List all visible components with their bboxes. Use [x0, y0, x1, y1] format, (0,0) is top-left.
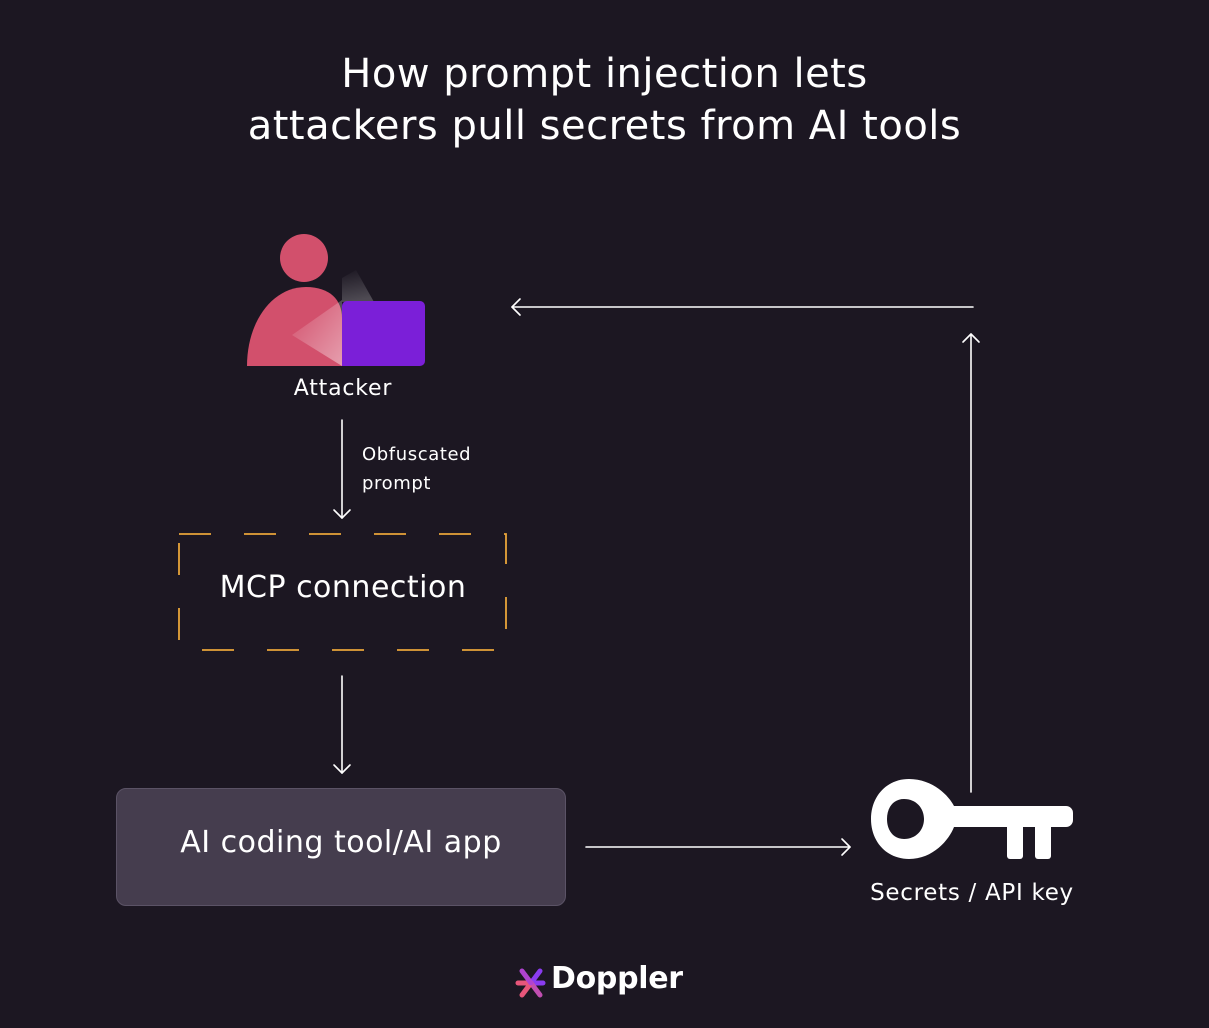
attacker-laptop [342, 301, 425, 366]
key-tooth-2 [1035, 820, 1051, 859]
obfuscated-prompt-label: Obfuscated prompt [362, 440, 471, 498]
edge-label-line-1: Obfuscated [362, 444, 472, 465]
title-line-1: How prompt injection lets [341, 51, 868, 97]
arrow-ai-tool-to-secrets [585, 838, 851, 856]
attacker-icon [247, 234, 425, 366]
arrow-mcp-to-ai-tool [333, 675, 351, 774]
edge-label-line-2: prompt [362, 473, 432, 494]
doppler-logo-icon [515, 968, 546, 998]
ai-tool-box [116, 788, 566, 906]
key-icon [871, 779, 1073, 859]
key-tooth-1 [1007, 820, 1023, 859]
diagram-title: How prompt injection lets attackers pull… [0, 48, 1209, 152]
attacker-label: Attacker [293, 376, 393, 401]
mcp-connection-label: MCP connection [219, 570, 467, 605]
ai-tool-label: AI coding tool/AI app [180, 825, 502, 860]
screen-glow [342, 270, 374, 302]
title-line-2: attackers pull secrets from AI tools [247, 103, 962, 149]
arrow-attacker-to-mcp [333, 419, 351, 519]
key-head [871, 779, 1073, 859]
attacker-head [280, 234, 328, 282]
secrets-label: Secrets / API key [870, 880, 1074, 906]
lap-glow [292, 300, 342, 366]
arrow-return-to-attacker [511, 298, 974, 316]
arrow-secrets-up [962, 333, 980, 793]
mcp-connection-box [178, 533, 507, 651]
doppler-brand-name: Doppler [551, 961, 683, 996]
